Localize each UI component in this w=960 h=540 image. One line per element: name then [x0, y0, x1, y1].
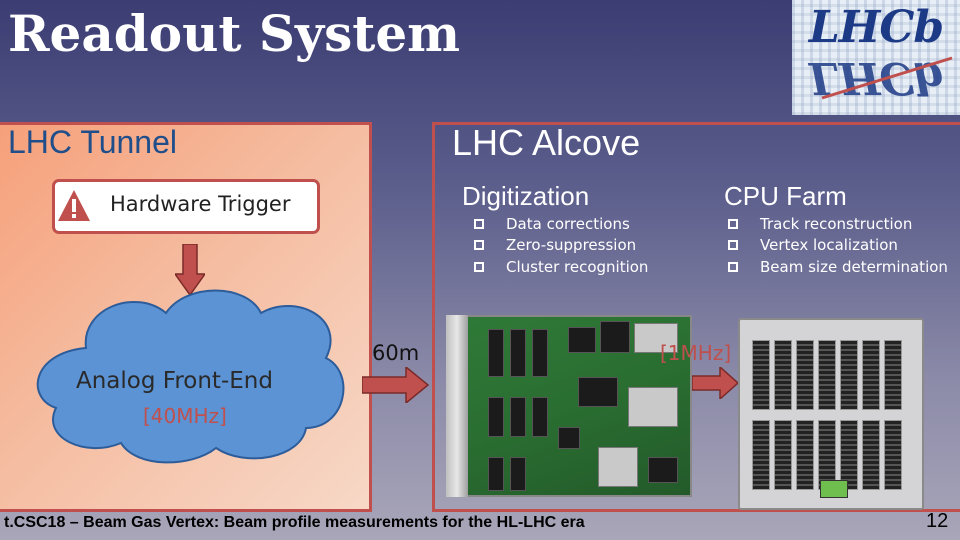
distance-label: 60m	[372, 341, 420, 365]
cloud-shape	[36, 289, 345, 464]
readout-board-image	[446, 315, 692, 497]
board-front-panel	[446, 315, 468, 497]
digitization-title: Digitization	[462, 181, 590, 211]
checkbox-bullet-icon	[728, 261, 738, 272]
slide-footer: t.CSC18 – Beam Gas Vertex: Beam profile …	[4, 514, 585, 531]
output-rate: [1MHz]	[660, 341, 732, 365]
right-arrow-icon	[692, 367, 740, 399]
logo-text: LHCb	[808, 2, 944, 53]
cpu-farm-title: CPU Farm	[724, 181, 847, 211]
frontend-rate: [40MHz]	[143, 404, 227, 428]
lhc-alcove-panel	[432, 122, 960, 512]
server-display	[820, 480, 848, 498]
list-item: Zero-suppression	[472, 235, 648, 257]
checkbox-bullet-icon	[474, 218, 484, 229]
list-item: Beam size determination	[726, 256, 948, 278]
list-item: Track reconstruction	[726, 213, 948, 235]
hardware-trigger-label: Hardware Trigger	[110, 192, 291, 216]
tunnel-title: LHC Tunnel	[8, 124, 177, 160]
list-item: Cluster recognition	[472, 256, 648, 278]
lhcb-logo: LHCb LHCb	[792, 0, 960, 115]
right-arrow-icon	[362, 367, 430, 403]
checkbox-bullet-icon	[728, 218, 738, 229]
logo-slash	[821, 56, 953, 100]
cpu-farm-list: Track reconstruction Vertex localization…	[726, 213, 948, 278]
analog-frontend-label: Analog Front-End	[76, 368, 273, 394]
cpu-farm-server-image	[738, 318, 924, 510]
warning-icon	[58, 190, 90, 221]
down-arrow-icon	[175, 244, 205, 296]
checkbox-bullet-icon	[728, 240, 738, 251]
hardware-trigger-box	[52, 179, 320, 234]
checkbox-bullet-icon	[474, 261, 484, 272]
page-number: 12	[926, 510, 949, 532]
digitization-list: Data corrections Zero-suppression Cluste…	[472, 213, 648, 278]
slide-title: Readout System	[8, 4, 461, 63]
list-item: Data corrections	[472, 213, 648, 235]
checkbox-bullet-icon	[474, 240, 484, 251]
alcove-title: LHC Alcove	[452, 122, 641, 163]
list-item: Vertex localization	[726, 235, 948, 257]
